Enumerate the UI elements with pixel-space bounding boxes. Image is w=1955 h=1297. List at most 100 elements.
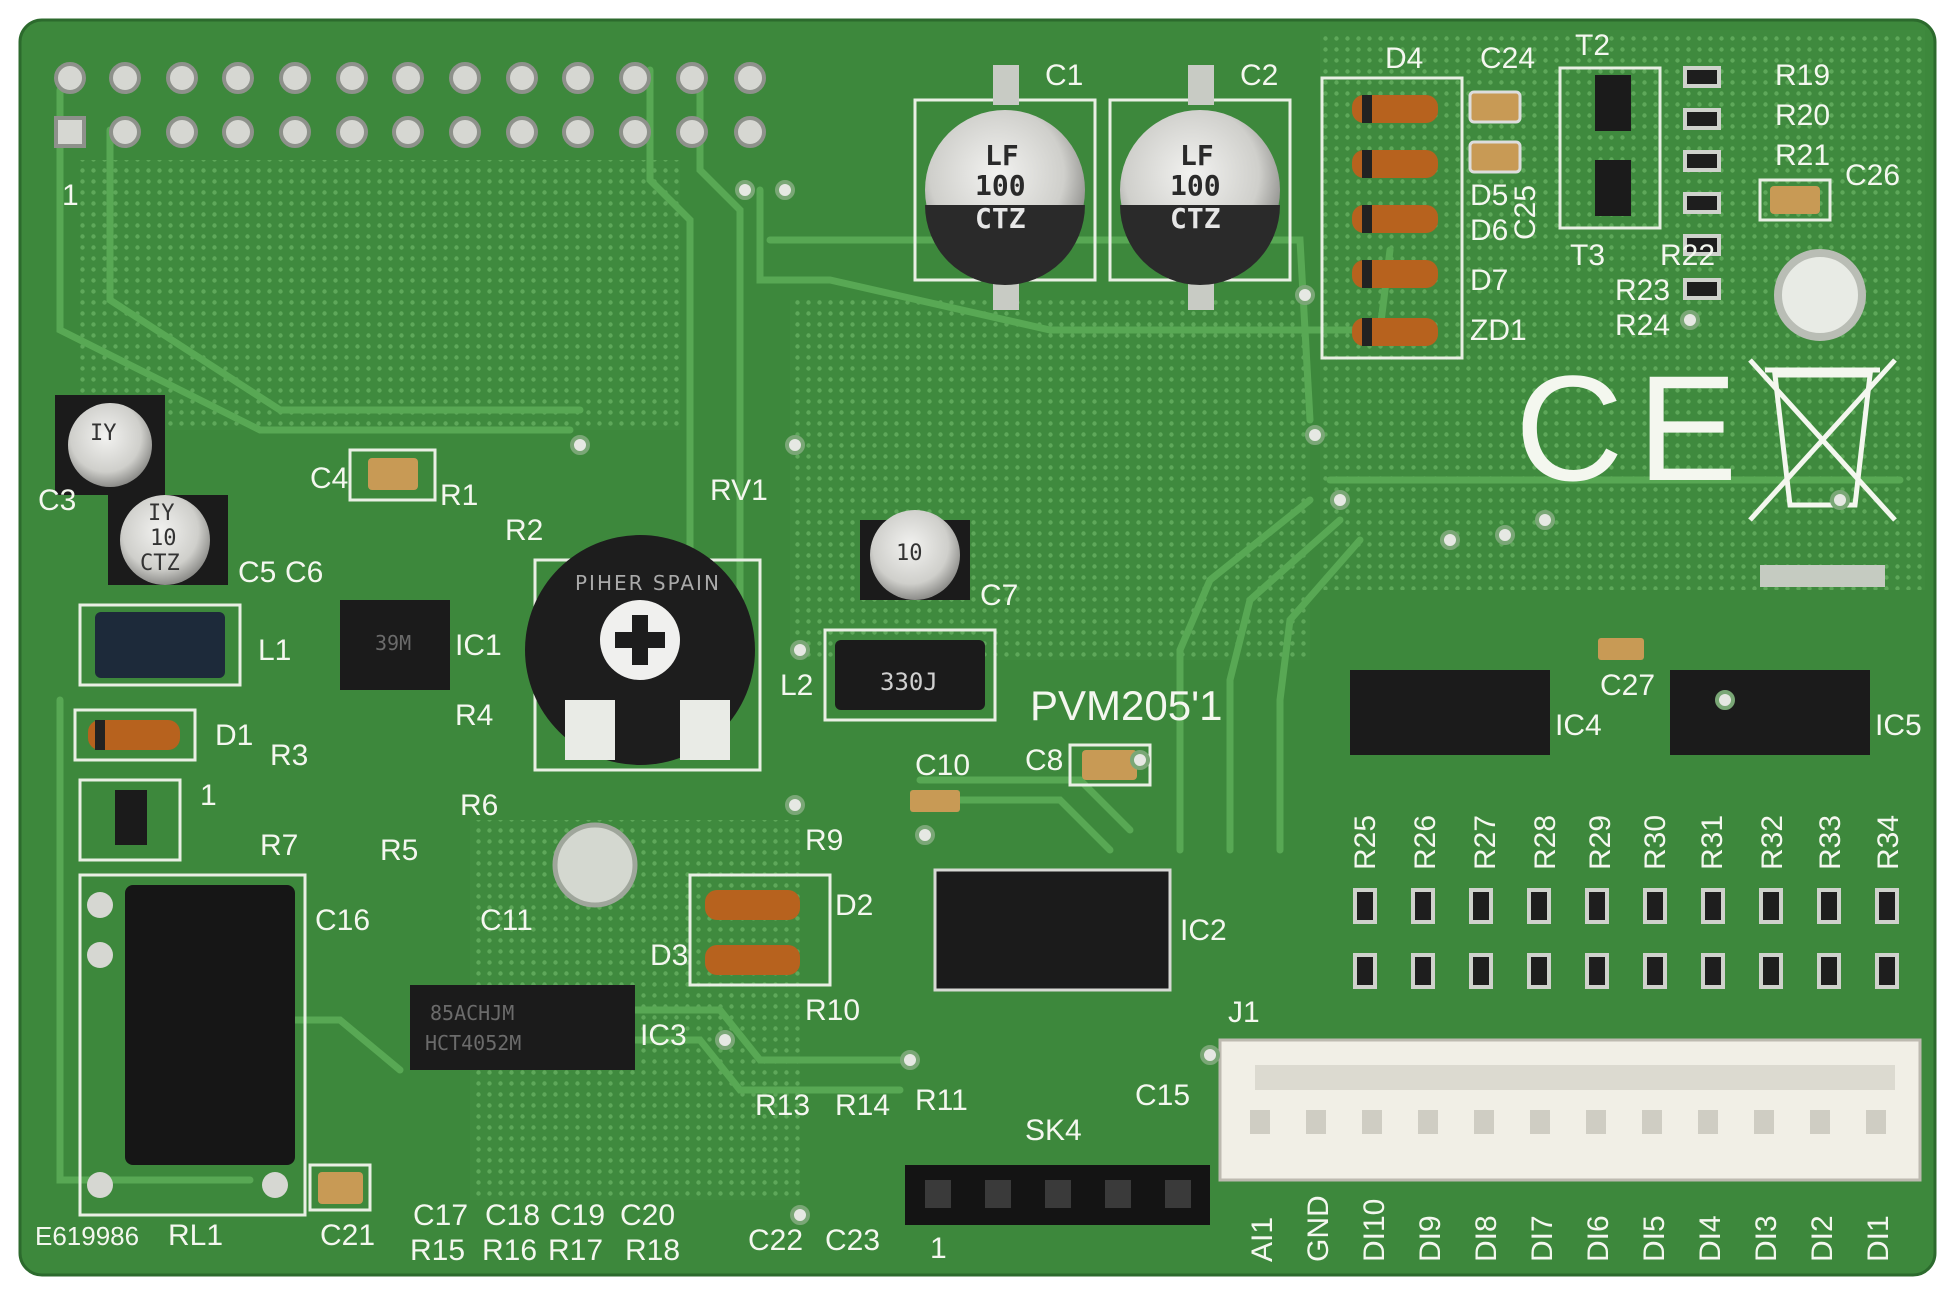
capacitor-c4 [368,458,418,490]
label-c1: C1 [1045,59,1083,92]
relay-rl1 [125,885,295,1165]
svg-text:HCT4052M: HCT4052M [425,1031,521,1055]
svg-text:DI10: DI10 [1358,1199,1391,1262]
svg-text:R25: R25 [1349,815,1382,870]
capacitor-c8 [1082,750,1137,780]
label-c17: C17 [413,1199,468,1232]
label-r11: R11 [915,1084,968,1117]
capacitor-c27 [1598,638,1644,660]
label-c25: C25 [1509,185,1542,240]
svg-text:R30: R30 [1639,815,1672,870]
svg-text:DI2: DI2 [1806,1215,1839,1262]
label-j1: J1 [1228,996,1260,1029]
diode-column [1320,76,1464,360]
label-c4: C4 [310,462,348,495]
transistor-t1 [115,790,147,845]
label-ic1: IC1 [455,629,502,662]
svg-text:R26: R26 [1409,815,1442,870]
svg-text:DI5: DI5 [1638,1215,1671,1262]
label-c3: C3 [38,484,76,517]
label-c7: C7 [980,579,1018,612]
ic1-chip: 39M [340,600,450,690]
label-r19: R19 [1775,59,1830,92]
transistor-frame [1558,66,1662,230]
svg-text:PIHER SPAIN: PIHER SPAIN [575,571,721,595]
label-c23: C23 [825,1224,880,1257]
label-c6: C6 [285,556,323,589]
label-c15: C15 [1135,1079,1190,1112]
label-t1: 1 [200,779,217,812]
capacitor-c10 [910,790,960,812]
svg-text:DI6: DI6 [1582,1215,1615,1262]
ic5-chip [1670,670,1870,755]
capacitor-c3: IY [55,395,165,495]
svg-text:DI9: DI9 [1414,1215,1447,1262]
label-rl1: RL1 [168,1219,223,1252]
svg-text:R31: R31 [1696,815,1729,870]
copper-traces [56,66,1904,1184]
label-c24: C24 [1480,42,1535,75]
marking-c1-ctz: CTZ [975,202,1026,235]
diode-d1 [88,720,180,750]
resistors-r19-r24 [1683,66,1721,300]
label-r13: R13 [755,1089,810,1122]
svg-text:IY: IY [148,501,175,526]
trimmer-rv1: PIHER SPAIN [525,535,762,772]
svg-text:GND: GND [1302,1195,1335,1262]
capacitor-c5: IY 10 CTZ [108,495,228,585]
svg-text:85ACHJM: 85ACHJM [430,1001,514,1025]
label-ic2: IC2 [1180,914,1227,947]
label-c5: C5 [238,556,276,589]
label-d6: D6 [1470,214,1508,247]
weee-bin-icon [1748,358,1897,587]
svg-text:R28: R28 [1529,815,1562,870]
svg-text:DI1: DI1 [1862,1215,1895,1262]
svg-text:DI4: DI4 [1694,1215,1727,1262]
svg-text:R33: R33 [1814,815,1847,870]
label-ic4: IC4 [1555,709,1602,742]
resistor-array [1353,888,1899,989]
led-window [552,822,638,908]
transistor-t2 [1595,75,1631,131]
label-t3: T3 [1570,239,1605,272]
label-c11: C11 [480,904,533,937]
label-c2: C2 [1240,59,1278,92]
label-header-pin1: 1 [62,179,79,212]
label-r23: R23 [1615,274,1670,307]
label-l2: L2 [780,669,813,702]
label-c16: C16 [315,904,370,937]
marking-c2-ctz: CTZ [1170,202,1221,235]
label-r9: R9 [805,824,843,857]
label-r7: R7 [260,829,298,862]
label-r20: R20 [1775,99,1830,132]
label-d3: D3 [650,939,688,972]
svg-text:10: 10 [150,526,177,551]
pin-header [54,62,766,148]
label-r14: R14 [835,1089,890,1122]
ic4-chip [1350,670,1550,755]
label-d5: D5 [1470,179,1508,212]
label-c22: C22 [748,1224,803,1257]
svg-text:DI7: DI7 [1526,1215,1559,1262]
marking-c1-lf: LF [985,139,1019,172]
label-r2: R2 [505,514,543,547]
label-rv1: RV1 [710,474,768,507]
label-c21: C21 [320,1219,375,1252]
diode-d3 [705,945,800,975]
label-t2: T2 [1575,29,1610,62]
label-r4: R4 [455,699,493,732]
ic2-chip [933,868,1172,992]
cert-number: E619986 [35,1221,139,1251]
label-r24: R24 [1615,309,1670,342]
label-r10: R10 [805,994,860,1027]
marking-l2: 330J [880,668,938,696]
ce-mark: CE [1515,344,1751,512]
capacitor-c1: LF 100 CTZ [913,65,1097,310]
label-l1: L1 [258,634,291,667]
svg-text:R34: R34 [1872,815,1905,870]
vias [570,180,1850,1225]
label-c26: C26 [1845,159,1900,192]
transistor-t3 [1595,160,1631,216]
